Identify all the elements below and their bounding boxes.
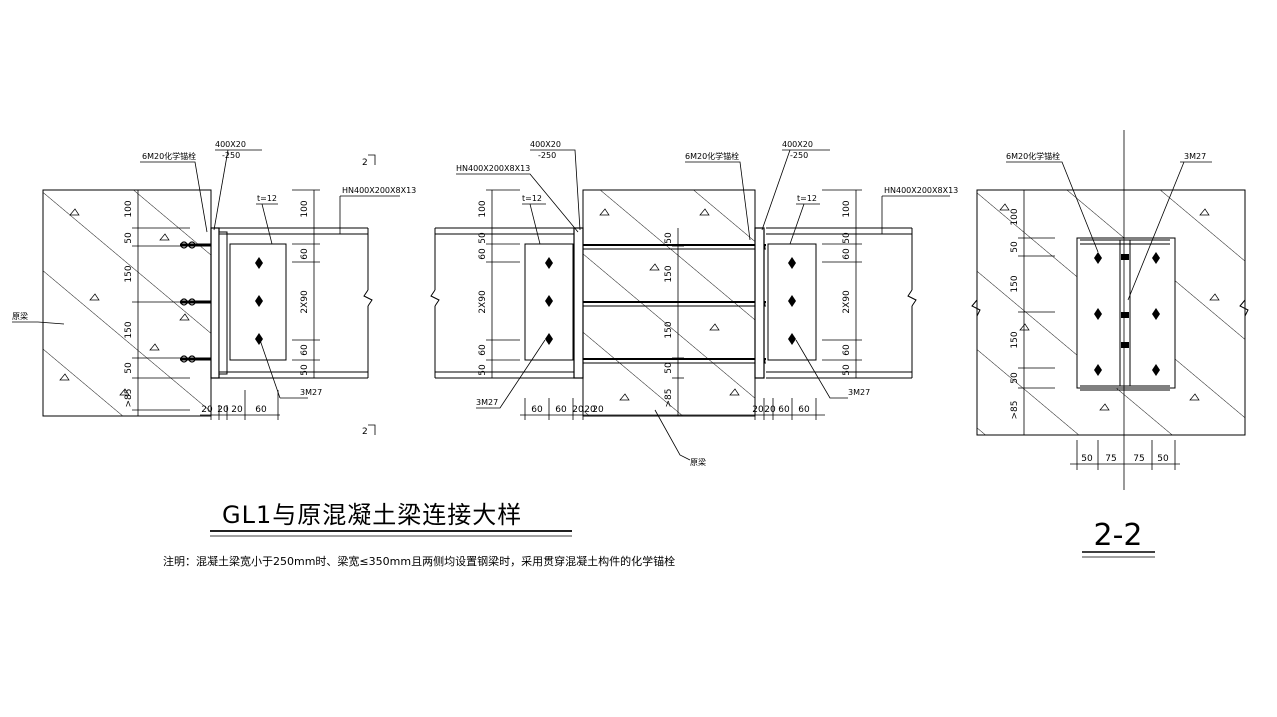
- middle-plate-bolts: [545, 257, 796, 345]
- left-dim-1: 100: [124, 200, 134, 217]
- mid-beam-dim-4: 50: [664, 362, 674, 374]
- left-existing-beam-label: 原梁: [12, 312, 28, 321]
- mid-right-dim-4: 2X90: [842, 290, 852, 314]
- left-stiffener-label: t=12: [257, 194, 277, 203]
- mid-beam-section-label-right: HN400X200X8X13: [884, 186, 958, 195]
- mid-beam-dim-2: 150: [664, 265, 674, 282]
- mid-existing-beam-label: 原梁: [690, 458, 706, 467]
- left-plate-dim-4: 60: [300, 344, 310, 356]
- mid-beam-section-label-left: HN400X200X8X13: [456, 164, 530, 173]
- mid-plate-dim-label-1: 400X20: [530, 140, 561, 149]
- mid-stiffener-label-right: t=12: [797, 194, 817, 203]
- left-bolt-label: 3M27: [300, 388, 322, 397]
- section-title: 2-2: [1094, 518, 1143, 553]
- mid-bottom-dim-6: 20: [752, 405, 764, 415]
- left-dim-3: 150: [124, 265, 134, 282]
- mid-right-dim-6: 50: [842, 364, 852, 376]
- mid-beam-dim-5: >85: [664, 389, 674, 408]
- sec-dim-2: 50: [1010, 241, 1020, 253]
- left-plate-dim-label-1: 400X20: [215, 140, 246, 149]
- drawing-title: GL1与原混凝土梁连接大样: [222, 501, 522, 529]
- mid-plate-dim-label-3: 400X20: [782, 140, 813, 149]
- left-plate-dim-label-2: -250: [222, 151, 240, 160]
- mid-left-dim-5: 60: [478, 344, 488, 356]
- section-concrete-beam: [976, 189, 1246, 436]
- mid-bottom-dim-3: 20: [572, 405, 584, 415]
- mid-left-dim-3: 60: [478, 248, 488, 260]
- section-mark-bottom: 2: [362, 427, 368, 437]
- mid-anchor-label: 6M20化学锚栓: [685, 151, 739, 161]
- mid-bolt-label-right: 3M27: [848, 388, 870, 397]
- sec-anchor-label: 6M20化学锚栓: [1006, 151, 1060, 161]
- mid-plate-dim-label-2: -250: [538, 151, 556, 160]
- mid-bottom-dim-9: 60: [798, 405, 810, 415]
- sec-bottom-dim-2: 75: [1105, 454, 1116, 464]
- sec-bottom-dim-1: 50: [1081, 454, 1093, 464]
- mid-right-dim-2: 50: [842, 232, 852, 244]
- mid-bottom-dim-2: 60: [555, 405, 567, 415]
- left-plate-bolts: [255, 257, 263, 345]
- sec-dim-4: 150: [1010, 331, 1020, 348]
- mid-left-dim-1: 100: [478, 200, 488, 217]
- left-dim-6: >85: [124, 389, 134, 408]
- left-bottom-dim-1: 20: [201, 405, 213, 415]
- mid-right-dim-5: 60: [842, 344, 852, 356]
- mid-left-dim-4: 2X90: [478, 290, 488, 314]
- section-anchor-bolts: [1094, 252, 1160, 376]
- mid-bottom-dim-8: 60: [778, 405, 790, 415]
- left-plate-dim-3: 2X90: [300, 290, 310, 314]
- left-plate-dim-2: 60: [300, 248, 310, 260]
- left-detail: 100 50 150 150 50 >85: [12, 140, 416, 437]
- mid-left-dim-6: 50: [478, 364, 488, 376]
- left-bottom-dim-3: 20: [231, 405, 243, 415]
- section-2-2: 100 50 150 150 50 >85 50 75 75 50 6M20化学…: [971, 130, 1249, 558]
- left-anchor-label: 6M20化学锚栓: [142, 151, 196, 161]
- left-plate-dim-1: 100: [300, 200, 310, 217]
- sec-bottom-dim-4: 50: [1157, 454, 1169, 464]
- section-mark-top: 2: [362, 158, 368, 168]
- mid-plate-dim-label-4: -250: [790, 151, 808, 160]
- drawing-note: 注明：混凝土梁宽小于250mm时、梁宽≤350mm且两侧均设置钢梁时，采用贯穿混…: [163, 554, 675, 568]
- mid-left-dim-2: 50: [478, 232, 488, 244]
- mid-right-dim-1: 100: [842, 200, 852, 217]
- left-bottom-dim-4: 60: [255, 405, 267, 415]
- left-dim-4: 150: [124, 321, 134, 338]
- mid-bolt-label-left: 3M27: [476, 398, 498, 407]
- mid-beam-dim-1: 50: [664, 232, 674, 244]
- sec-dim-1: 100: [1010, 208, 1020, 225]
- mid-right-dim-3: 60: [842, 248, 852, 260]
- left-plate-dim-5: 50: [300, 364, 310, 376]
- sec-bolt-label: 3M27: [1184, 152, 1206, 161]
- left-dim-2: 50: [124, 232, 134, 244]
- mid-bottom-dim-5: 20: [592, 405, 604, 415]
- mid-bottom-dim-4: 20: [584, 405, 596, 415]
- mid-bottom-dim-7: 20: [764, 405, 776, 415]
- sec-dim-5: 50: [1010, 372, 1020, 384]
- left-dim-5: 50: [124, 362, 134, 374]
- sec-dim-3: 150: [1010, 275, 1020, 292]
- left-bottom-dim-2: 20: [217, 405, 229, 415]
- mid-beam-dim-3: 150: [664, 321, 674, 338]
- sec-dim-6: >85: [1010, 401, 1020, 420]
- mid-bottom-dim-1: 60: [531, 405, 543, 415]
- mid-stiffener-label-left: t=12: [522, 194, 542, 203]
- sec-bottom-dim-3: 75: [1133, 454, 1144, 464]
- middle-detail: 100 50 60 2X90 60 50 100 50 60 2X90 60 5…: [430, 140, 958, 467]
- left-beam-section-label: HN400X200X8X13: [342, 186, 416, 195]
- title-block: GL1与原混凝土梁连接大样 注明：混凝土梁宽小于250mm时、梁宽≤350mm且…: [163, 501, 675, 568]
